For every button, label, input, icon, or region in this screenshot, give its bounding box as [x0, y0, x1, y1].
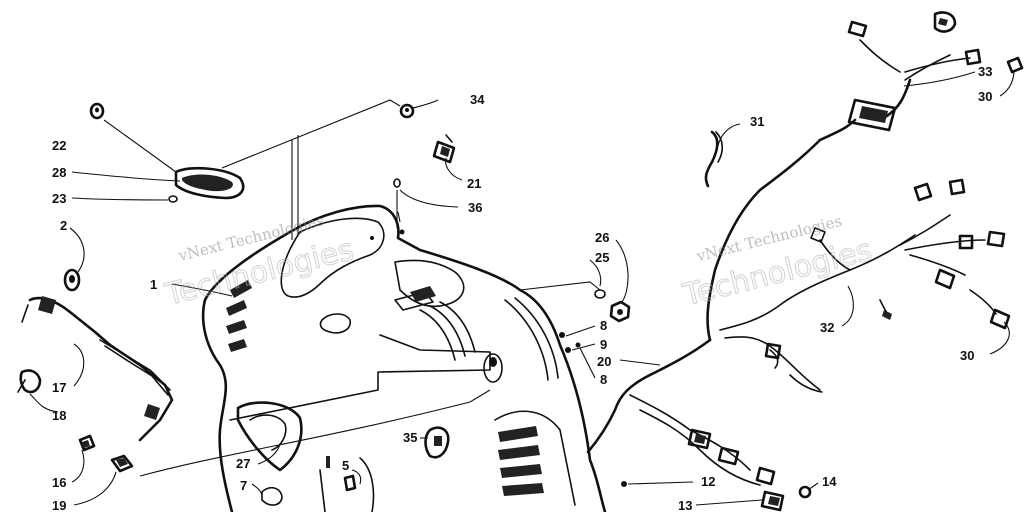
callout-23: 23: [52, 191, 66, 206]
callout-28: 28: [52, 165, 66, 180]
wiring-harness: [586, 11, 1024, 512]
callout-25: 25: [595, 250, 609, 265]
callout-21: 21: [467, 176, 481, 191]
callout-31: 31: [750, 114, 764, 129]
callout-16: 16: [52, 475, 66, 490]
callout-34: 34: [470, 92, 485, 107]
callout-12: 12: [701, 474, 715, 489]
callout-30-upper: 30: [978, 89, 992, 104]
callout-7: 7: [240, 478, 247, 493]
callout-9: 9: [600, 337, 607, 352]
leader-lines: [29, 69, 1015, 506]
callout-13: 13: [678, 498, 692, 512]
callout-5: 5: [342, 458, 349, 473]
callout-labels: 22 28 23 2 1 17 18 16 19 27 7 5 35 34 21…: [52, 64, 992, 512]
callout-32: 32: [820, 320, 834, 335]
callout-2: 2: [60, 218, 67, 233]
callout-8-upper: 8: [600, 318, 607, 333]
callout-22: 22: [52, 138, 66, 153]
callout-19: 19: [52, 498, 66, 512]
callout-27: 27: [236, 456, 250, 471]
callout-35: 35: [403, 430, 417, 445]
callout-36: 36: [468, 200, 482, 215]
callout-20: 20: [597, 354, 611, 369]
console-housing: [201, 204, 607, 512]
callout-18: 18: [52, 408, 66, 423]
left-components: [17, 102, 631, 512]
callout-1: 1: [150, 277, 157, 292]
callout-14: 14: [822, 474, 837, 489]
callout-17: 17: [52, 380, 66, 395]
callout-26: 26: [595, 230, 609, 245]
callout-30-lower: 30: [960, 348, 974, 363]
callout-33: 33: [978, 64, 992, 79]
callout-8-lower: 8: [600, 372, 607, 387]
watermark-right: vNext Technologies Technologies: [679, 212, 876, 314]
